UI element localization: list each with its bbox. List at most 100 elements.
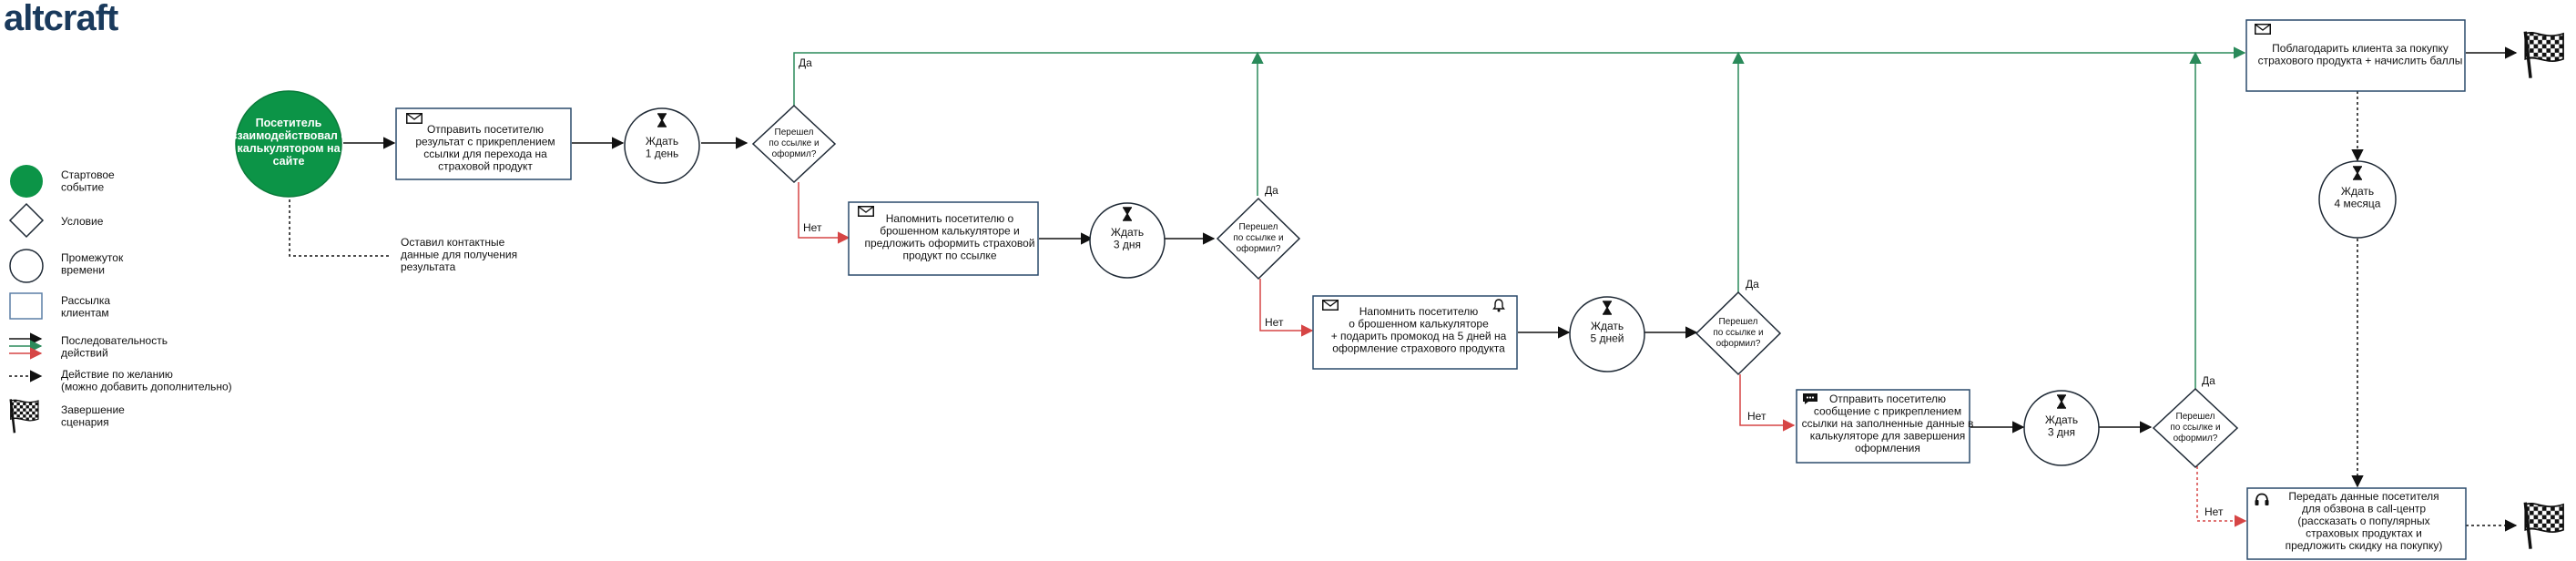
text-line: сообщение с прикреплением <box>1814 405 1961 418</box>
text-line: результата <box>401 260 456 273</box>
text-line: сайте <box>273 155 305 168</box>
legend-finish-flag-icon <box>9 398 40 434</box>
text-line: (можно добавить дополнительно) <box>61 381 232 393</box>
text-line: (рассказать о популярных <box>2297 515 2429 527</box>
envelope-icon <box>406 113 423 124</box>
text-line: 1 день <box>646 148 679 160</box>
legend-condition-label: Условие <box>61 215 104 228</box>
text-line: для обзвона в call-центр <box>2302 503 2426 515</box>
text-line: о брошенном калькуляторе <box>1349 318 1489 331</box>
text-line: событие <box>61 181 105 194</box>
finish-flag-icon <box>2523 500 2565 551</box>
text-line: оформил? <box>1237 243 1281 254</box>
text-line: предложить скидку на покупку) <box>2286 539 2443 552</box>
text-line: Перешел <box>1239 222 1278 232</box>
text-line: Перешел <box>1719 317 1758 327</box>
text-line: оформил? <box>772 148 817 159</box>
text-line: калькулятором на <box>237 142 341 155</box>
text-line: Стартовое <box>61 168 115 181</box>
no-label: Нет <box>803 221 822 234</box>
branch-labels: Да Да Да Да Нет Нет Нет Нет <box>799 56 2224 518</box>
text-line: по ссылке и <box>769 138 819 148</box>
text-line: Условие <box>61 215 104 228</box>
text-line: 3 дня <box>1114 239 1141 251</box>
text-line: Завершение <box>61 403 125 416</box>
connectors <box>289 46 2518 532</box>
altcraft-logo: altcraft <box>4 0 118 38</box>
finish-flag-icon <box>2523 29 2565 80</box>
legend-sequence-icon <box>9 332 43 360</box>
no-line-g2 <box>1259 279 1314 337</box>
envelope-icon <box>1322 300 1339 311</box>
text-line: Ждать <box>646 135 678 148</box>
no-line-g1 <box>798 182 850 244</box>
text-line: Ждать <box>1111 226 1144 239</box>
text-line: ссылки на заполненные данные в <box>1802 417 1974 430</box>
text-line: по ссылке и <box>2170 423 2220 433</box>
text-line: данные для получения <box>401 249 517 261</box>
text-line: продукт по ссылке <box>903 250 997 262</box>
legend-mailing-icon <box>9 292 43 320</box>
text-line: страхового продукта + начислить баллы <box>2258 55 2463 67</box>
legend-interval-icon <box>9 249 44 283</box>
text-line: Отправить посетителю <box>427 123 544 136</box>
text-line: сценария <box>61 416 109 429</box>
text-line: по ссылке и <box>1233 233 1283 243</box>
text-line: Перешел <box>775 128 814 138</box>
text-line: Передать данные посетителя <box>2288 490 2439 503</box>
yes-label: Да <box>799 56 812 69</box>
no-line-g3 <box>1739 374 1796 432</box>
text-line: + подарить промокод на 5 дней на <box>1331 330 1507 342</box>
no-line-g4 <box>2196 466 2247 527</box>
text-line: времени <box>61 264 105 277</box>
text-line: предложить оформить страховой <box>864 237 1034 250</box>
legend-condition-icon <box>8 202 45 239</box>
text-line: действий <box>61 347 108 360</box>
text-line: Ждать <box>2341 185 2374 198</box>
text-line: Ждать <box>2045 413 2078 426</box>
no-label: Нет <box>1747 410 1767 423</box>
text-line: Ждать <box>1591 320 1624 332</box>
text-line: Отправить посетителю <box>1829 393 1946 405</box>
text-line: результат с прикреплением <box>415 136 555 148</box>
text-line: оформил? <box>2174 433 2218 444</box>
yes-line-main <box>793 46 2246 116</box>
optional-contacts-line <box>289 183 390 257</box>
text-line: брошенном калькуляторе и <box>880 225 1020 238</box>
text-line: Поблагодарить клиента за покупку <box>2272 42 2449 55</box>
text-line: по ссылке и <box>1713 328 1763 338</box>
